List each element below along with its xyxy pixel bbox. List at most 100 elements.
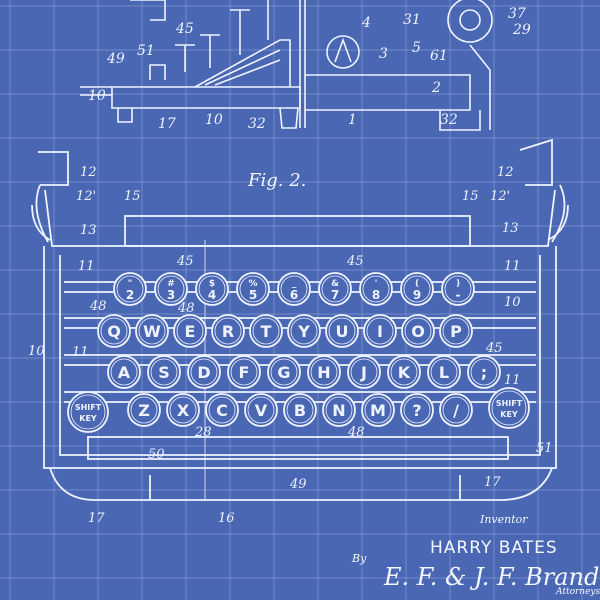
key-8: '8 [360,273,392,305]
ref-51-bottom: 51 [536,441,553,456]
ref-48-left: 48 [89,299,107,314]
side-base [112,87,300,108]
key-q: Q [98,315,130,347]
ref-17-bottom-left: 17 [88,511,105,526]
key-label: I [377,322,383,341]
ref-45-key-top: 45 [176,254,194,269]
key-k: K [388,356,420,388]
ref-1: 1 [348,112,357,128]
key-label: O [411,322,425,341]
key-6: _6 [278,273,310,305]
right-top-bracket [520,140,552,185]
key-7: &7 [319,273,351,305]
key-label: X [177,401,190,420]
ref-10-mid: 10 [205,112,223,128]
key-label: SHIFT [496,399,523,408]
inventor-name: HARRY BATES [430,538,558,558]
key-f: F [228,356,260,388]
key-h: H [308,356,340,388]
key-label: ? [412,401,421,420]
ref-15-left: 15 [124,189,141,204]
key-t: T [250,315,282,347]
slope-line-1 [205,50,280,85]
key-label: D [197,363,210,382]
key-label: Q [107,322,121,341]
key-label: - [456,288,461,302]
left-foot [118,108,132,122]
key-y: Y [288,315,320,347]
key-w: W [136,315,168,347]
ref-13-right: 13 [502,221,519,236]
ref-48-bottom: 48 [347,425,365,440]
key-label: H [317,363,330,382]
key-label: 2 [126,288,134,302]
key-2: "2 [114,273,146,305]
slope-line-2 [215,60,280,85]
platen-knob-inner [460,10,480,30]
key-label: Z [138,401,150,420]
key-9: (9 [401,273,433,305]
key-v: V [245,394,277,426]
shift-key-right: SHIFT KEY [489,388,529,428]
by-label: By [351,552,367,565]
key-label: 4 [208,288,216,302]
key-a: A [108,356,140,388]
key-label: SHIFT [75,403,102,412]
key-label: T [261,322,272,341]
key-label: 8 [372,288,380,302]
ref-10-right: 10 [504,295,521,310]
ref-11-right: 11 [504,259,521,274]
key-j: J [348,356,380,388]
key-label: K [398,363,411,382]
key-ring [489,388,529,428]
key-semicolon: ; [468,356,500,388]
key-5: %5 [237,273,269,305]
side-outer-curves [36,185,564,242]
shift-key-left: SHIFTKEY [68,392,108,432]
ref-31: 31 [403,12,421,28]
key-stem-2 [175,45,195,72]
key-slash: / [440,394,472,426]
key-c: C [206,394,238,426]
ref-11-left: 11 [78,259,95,274]
key-e: E [174,315,206,347]
ref-45-key-top2: 45 [346,254,364,269]
keyboard: "2#3$4%5_6&7'8(9)-QWERTYUIOPASDFGHJKL;ZX… [68,273,529,432]
key-n: N [323,394,355,426]
ref-12p-right: 12' [490,189,510,204]
ref-51-top: 51 [137,43,155,59]
key-ring [68,392,108,432]
key-label: G [277,363,290,382]
key-x: X [167,394,199,426]
key-g: G [268,356,300,388]
ref-11-left2: 11 [72,345,89,360]
ref-50: 50 [148,447,165,462]
ref-10-side: 10 [28,344,45,359]
ref-3: 3 [379,46,388,62]
key-r: R [212,315,244,347]
key-label: W [143,322,161,341]
key-label: U [336,322,349,341]
key-i: I [364,315,396,347]
mid-foot [280,108,298,128]
key-label: F [239,363,250,382]
key-label: 5 [249,288,257,302]
key-m: M [362,394,394,426]
side-curves [32,205,568,240]
key-stem-3 [200,35,220,68]
key-label: B [294,401,306,420]
key-s: S [148,356,180,388]
ref-12-left: 12 [80,165,97,180]
ref-48-mid: 48 [177,301,195,316]
spool-inner [335,40,351,62]
ref-49-top: 49 [106,51,125,67]
left-top-bracket [38,152,68,185]
key-label: Y [297,322,310,341]
top-fragment [130,0,165,20]
ref-17-top: 17 [158,116,176,132]
key-label: KEY [500,410,518,419]
key-label: E [185,322,196,341]
key-o: O [402,315,434,347]
ref-4: 4 [361,15,371,31]
